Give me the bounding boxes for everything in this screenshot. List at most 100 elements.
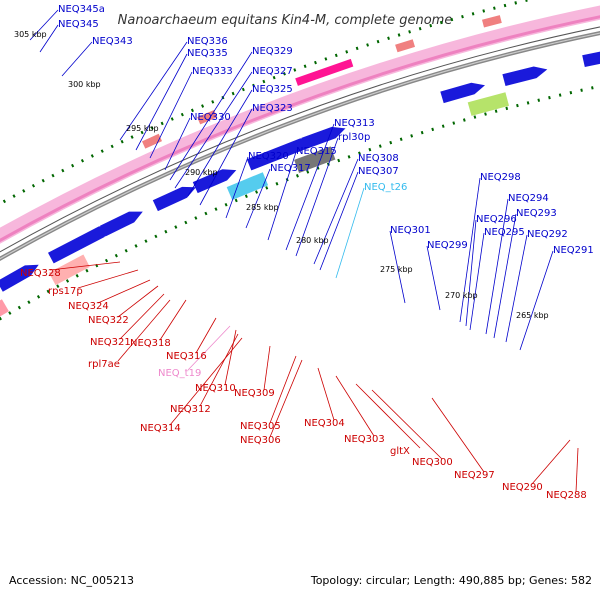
reverse-gene-label: NEQ288 (546, 490, 587, 501)
reverse-leader-line (335, 375, 375, 437)
forward-cds-arrow (246, 138, 314, 171)
forward-gene-label: NEQ291 (553, 245, 594, 256)
reverse-leader-line (269, 359, 303, 438)
scale-tick-label: 300 kbp (68, 80, 101, 89)
scale-tick-label: 290 kbp (185, 168, 218, 177)
forward-leader-line (459, 177, 481, 323)
scale-tick-label: 295 kbp (126, 124, 159, 133)
reverse-leader-line (355, 383, 421, 449)
forward-leader-line (119, 41, 188, 141)
forward-leader-line (135, 53, 188, 151)
forward-gene-label: NEQ299 (427, 240, 468, 251)
reverse-cds-box (142, 133, 162, 149)
forward-gene-label: NEQ294 (508, 193, 549, 204)
forward-leader-line (335, 187, 365, 279)
reverse-gene-label: NEQ318 (130, 338, 171, 349)
reverse-gene-label: NEQ290 (502, 482, 543, 493)
forward-gene-label: NEQ317 (270, 163, 311, 174)
feature-box (0, 299, 9, 317)
forward-gene-label: NEQ307 (358, 166, 399, 177)
forward-cds-arrow (0, 264, 39, 292)
reverse-gene-label: NEQ297 (454, 470, 495, 481)
reverse-leader-line (317, 367, 335, 421)
gene-labels: 305 kbp 300 kbp 295 kbp 290 kbp 285 kbp 280 k… (14, 4, 594, 501)
feature-tracks (0, 0, 600, 321)
reverse-gene-label: NEQ322 (88, 315, 129, 326)
scale-tick-label: 280 kbp (296, 236, 329, 245)
reverse-leader-line (224, 329, 237, 386)
forward-leader-line (164, 117, 191, 171)
reverse-leader-line (195, 317, 217, 354)
forward-gene-label: NEQ343 (92, 36, 133, 47)
reverse-gene-label: NEQ300 (412, 457, 453, 468)
forward-leader-line (174, 71, 253, 189)
forward-leader-line (426, 245, 441, 311)
reverse-leader-line (159, 299, 187, 341)
forward-leader-line (187, 89, 253, 197)
forward-gene-label: NEQ296 (476, 214, 517, 225)
map-title: Nanoarchaeum equitans Kin4-M, complete g… (118, 13, 453, 28)
reverse-gene-label: NEQ314 (140, 423, 181, 434)
forward-gene-label: NEQ323 (252, 103, 293, 114)
reverse-leader-line (269, 355, 297, 424)
forward-cds-arrow (192, 169, 237, 194)
accession-text: Accession: NC_005213 (9, 574, 135, 587)
forward-cds-arrow (502, 66, 548, 86)
forward-gene-label: NEQ329 (252, 46, 293, 57)
feature-box (226, 172, 269, 200)
scale-tick-label: 285 kbp (246, 203, 279, 212)
forward-leader-line (199, 108, 253, 206)
reverse-leader-line (531, 439, 571, 485)
forward-leader-line (61, 41, 93, 77)
forward-cds-arrow (582, 51, 600, 67)
reverse-leader-line (187, 325, 231, 371)
forward-cds-arrow (152, 186, 196, 212)
inner-tick-ring (0, 84, 600, 321)
forward-gene-label: NEQ345a (58, 4, 105, 15)
reverse-leader-line (117, 299, 171, 362)
forward-leader-line (319, 171, 359, 271)
reverse-cds-box (395, 39, 415, 53)
reverse-gene-label: NEQ_t19 (158, 368, 201, 379)
forward-gene-label: NEQ345 (58, 19, 99, 30)
reverse-gene-label: NEQ306 (240, 435, 281, 446)
reverse-leader-line (199, 333, 239, 407)
reverse-leader-line (575, 447, 579, 493)
forward-leader-line (225, 156, 249, 219)
forward-gene-label: NEQ330 (190, 112, 231, 123)
reverse-gene-label: NEQ321 (90, 337, 131, 348)
reverse-gene-label: rpl7ae (88, 359, 120, 370)
forward-gene-label: NEQ315 (296, 146, 337, 157)
forward-leader-line (149, 71, 193, 159)
scale-tick-label: 270 kbp (445, 291, 478, 300)
forward-gene-label: NEQ292 (527, 229, 568, 240)
forward-cds-arrow (440, 82, 485, 104)
forward-gene-label: NEQ313 (334, 118, 375, 129)
forward-gene-label: NEQ_t26 (364, 182, 407, 193)
forward-leader-line (465, 219, 477, 327)
reverse-cds-box (295, 58, 354, 86)
feature-box (294, 146, 336, 173)
reverse-leader-line (49, 261, 121, 271)
reverse-gene-label: NEQ310 (195, 383, 236, 394)
forward-leader-line (313, 158, 359, 265)
reverse-gene-label: NEQ303 (344, 434, 385, 445)
forward-leader-line (485, 198, 509, 335)
forward-gene-label: NEQ325 (252, 84, 293, 95)
reverse-leader-line (97, 279, 151, 304)
forward-leader-line (29, 9, 59, 41)
feature-box (48, 254, 90, 286)
forward-leader-line (267, 151, 297, 241)
forward-gene-label: rpl30p (338, 132, 370, 143)
reverse-gene-label: NEQ309 (234, 388, 275, 399)
forward-gene-label: NEQ327 (252, 66, 293, 77)
forward-gene-label: NEQ308 (358, 153, 399, 164)
forward-leader-line (39, 24, 59, 53)
forward-leader-line (519, 250, 554, 351)
reverse-gene-label: NEQ304 (304, 418, 345, 429)
forward-leader-line (505, 234, 528, 343)
scale-tick-label: 305 kbp (14, 30, 47, 39)
forward-gene-label: NEQ335 (187, 48, 228, 59)
forward-gene-label: NEQ295 (484, 227, 525, 238)
